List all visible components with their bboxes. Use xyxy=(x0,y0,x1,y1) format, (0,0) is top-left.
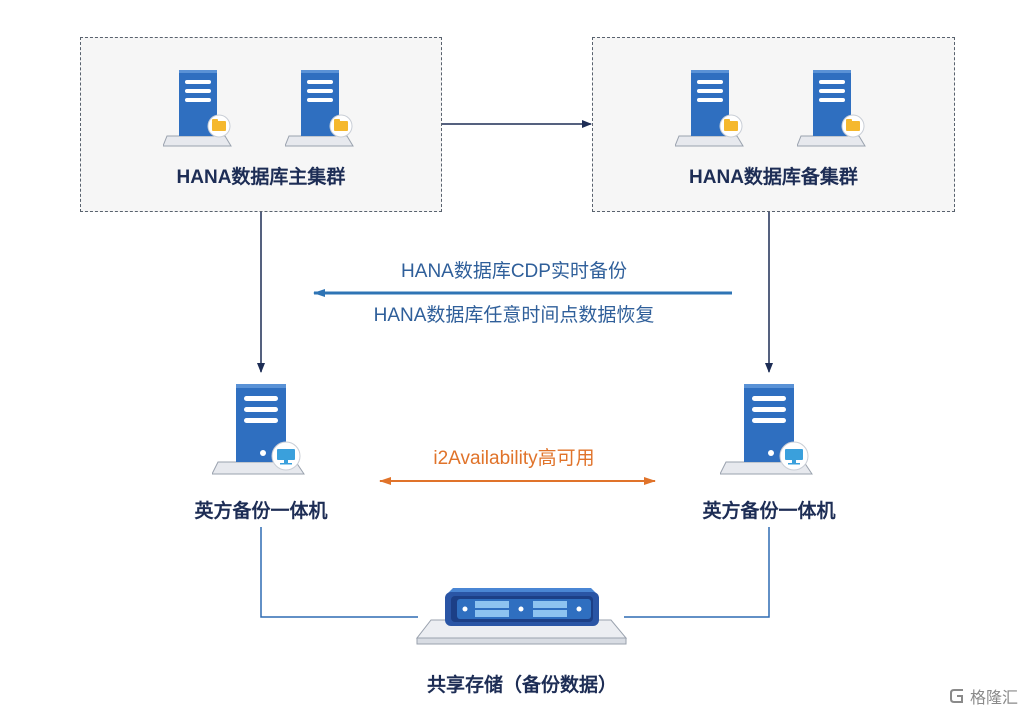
shared-storage-icon xyxy=(415,588,628,645)
backup-appliance-icon xyxy=(720,384,813,475)
primary-cluster-box: HANA数据库主集群 xyxy=(80,37,442,212)
shared-storage-title: 共享存储（备份数据） xyxy=(426,675,617,696)
db-server-icon xyxy=(163,70,232,147)
logo-icon xyxy=(949,689,963,703)
left-node-storage-link xyxy=(260,527,418,618)
backup-appliance-icon xyxy=(212,384,305,475)
cdp-backup-label: HANA数据库CDP实时备份 xyxy=(401,261,627,282)
ha-label: i2Availability高可用 xyxy=(433,448,595,469)
primary-cluster-title: HANA数据库主集群 xyxy=(176,167,346,188)
db-server-icon xyxy=(675,70,744,147)
left-node-title: 英方备份一体机 xyxy=(194,501,328,522)
right-node-title: 英方备份一体机 xyxy=(702,501,836,522)
watermark: 格隆汇 xyxy=(949,684,1018,708)
watermark-text: 格隆汇 xyxy=(969,690,1018,707)
standby-cluster-box: HANA数据库备集群 xyxy=(592,37,955,212)
standby-cluster-title: HANA数据库备集群 xyxy=(689,167,858,188)
recovery-label: HANA数据库任意时间点数据恢复 xyxy=(373,305,655,326)
db-server-icon xyxy=(797,70,866,147)
right-node-storage-link xyxy=(624,527,770,618)
db-server-icon xyxy=(285,70,354,147)
